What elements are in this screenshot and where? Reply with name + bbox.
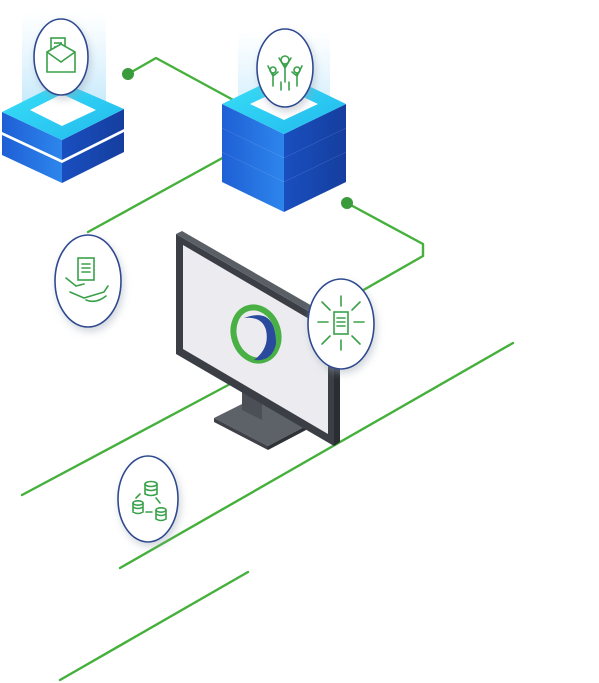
connection-node-1	[122, 68, 134, 80]
monitor	[176, 231, 340, 450]
server-stack-left	[2, 12, 124, 183]
data-exchange-icon	[132, 480, 167, 522]
document-handoff-badge	[54, 234, 122, 328]
link-server2-badge	[86, 154, 228, 234]
monitor-base	[214, 398, 306, 446]
link-server1-server2	[126, 56, 250, 110]
link-server2-monitor	[345, 201, 425, 294]
monitor-screen	[183, 245, 328, 434]
ground-line-2	[118, 341, 515, 570]
data-exchange-badge	[117, 455, 179, 543]
ground-line-3	[58, 570, 250, 682]
app-logo	[230, 304, 282, 364]
document-distribution-icon	[317, 295, 365, 351]
connection-node-2	[341, 197, 353, 209]
connection-lines	[20, 56, 515, 682]
ground-line-1	[20, 381, 234, 497]
email-icon	[46, 37, 76, 73]
monitor-stand	[242, 388, 262, 420]
team-celebration-icon	[267, 55, 303, 91]
document-handoff-icon	[65, 257, 109, 303]
